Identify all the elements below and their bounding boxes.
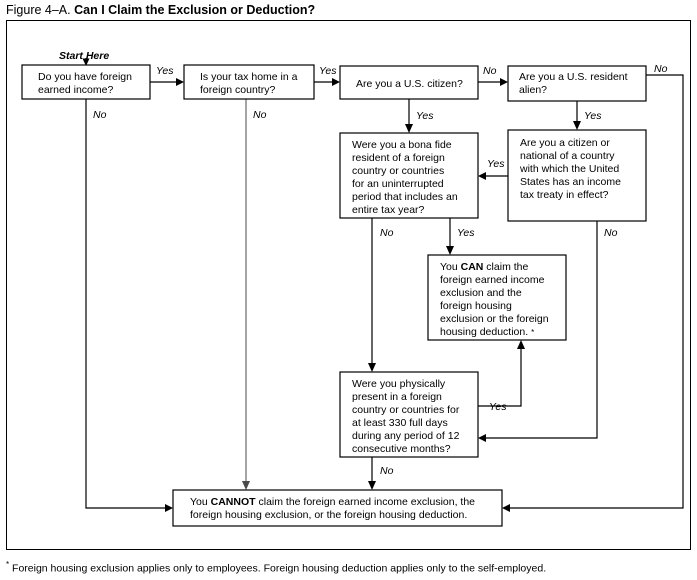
edge-label-alien-yes: Yes bbox=[584, 110, 602, 122]
edge-label-alien-no: No bbox=[654, 63, 668, 75]
connector-treaty-yes bbox=[478, 172, 508, 180]
edge-label-present-yes: Yes bbox=[489, 401, 507, 413]
node-foreign-earned-income[interactable] bbox=[21, 64, 151, 100]
node-tax-home-text: Is your tax home in a foreign country? bbox=[200, 71, 300, 96]
node-us-citizen-text: Are you a U.S. citizen? bbox=[356, 78, 463, 90]
node-income-tax-treaty[interactable] bbox=[507, 129, 647, 222]
node-income-tax-treaty-text: Are you a citizen or national of a count… bbox=[519, 137, 624, 201]
edge-label-treaty-no: No bbox=[604, 227, 618, 239]
edge-label-bonafide-no: No bbox=[380, 227, 394, 239]
node-foreign-earned-income-text: Do you have foreign earned income? bbox=[38, 71, 135, 96]
node-can-claim[interactable] bbox=[427, 254, 567, 341]
connector-treaty-no bbox=[478, 221, 598, 442]
edge-label-citizen-yes: Yes bbox=[416, 110, 434, 122]
connector-income-yes bbox=[150, 78, 184, 86]
node-physically-present[interactable] bbox=[339, 371, 479, 458]
connector-taxhome-yes bbox=[314, 78, 340, 86]
node-us-resident-alien[interactable] bbox=[507, 65, 647, 102]
edge-label-citizen-no: No bbox=[483, 65, 497, 77]
connector-alien-no bbox=[502, 74, 684, 512]
node-bona-fide-resident-text: Were you a bona fide resident of a forei… bbox=[352, 139, 461, 216]
connector-present-no bbox=[368, 457, 376, 490]
connector-start-to-income bbox=[82, 58, 90, 66]
connector-bonafide-no bbox=[368, 218, 376, 372]
node-cannot-claim[interactable] bbox=[172, 489, 503, 527]
footnote-text: Foreign housing exclusion applies only t… bbox=[9, 562, 547, 575]
edge-label-treaty-yes: Yes bbox=[487, 158, 505, 170]
node-cannot-claim-text: You CANNOT claim the foreign earned inco… bbox=[190, 496, 475, 521]
edge-label-income-no: No bbox=[93, 109, 107, 121]
footnote: * Foreign housing exclusion applies only… bbox=[6, 558, 691, 576]
figure-number: Figure 4–A. bbox=[6, 3, 71, 17]
connector-citizen-yes bbox=[405, 99, 413, 133]
connector-citizen-no bbox=[478, 78, 508, 86]
start-here-label: Start Here bbox=[59, 50, 109, 62]
node-us-citizen[interactable] bbox=[339, 65, 479, 100]
footnote-star: * bbox=[6, 560, 10, 569]
edge-label-income-yes: Yes bbox=[156, 65, 174, 77]
node-us-resident-alien-text: Are you a U.S. resident alien? bbox=[519, 71, 630, 96]
figure-title: Figure 4–A. Can I Claim the Exclusion or… bbox=[6, 2, 315, 18]
edge-label-taxhome-no: No bbox=[253, 109, 267, 121]
connector-taxhome-no bbox=[242, 99, 250, 490]
edge-label-present-no: No bbox=[380, 465, 394, 477]
node-physically-present-text: Were you physically present in a foreign… bbox=[352, 378, 462, 455]
node-tax-home[interactable] bbox=[183, 64, 315, 100]
connector-present-yes bbox=[478, 340, 525, 407]
connector-income-no bbox=[85, 99, 173, 512]
connector-alien-yes bbox=[573, 101, 581, 130]
edge-label-taxhome-yes: Yes bbox=[319, 65, 337, 77]
edge-label-bonafide-yes: Yes bbox=[457, 227, 475, 239]
connector-bonafide-yes bbox=[446, 218, 454, 255]
figure-heading: Can I Claim the Exclusion or Deduction? bbox=[74, 3, 316, 17]
node-bona-fide-resident[interactable] bbox=[339, 132, 479, 219]
